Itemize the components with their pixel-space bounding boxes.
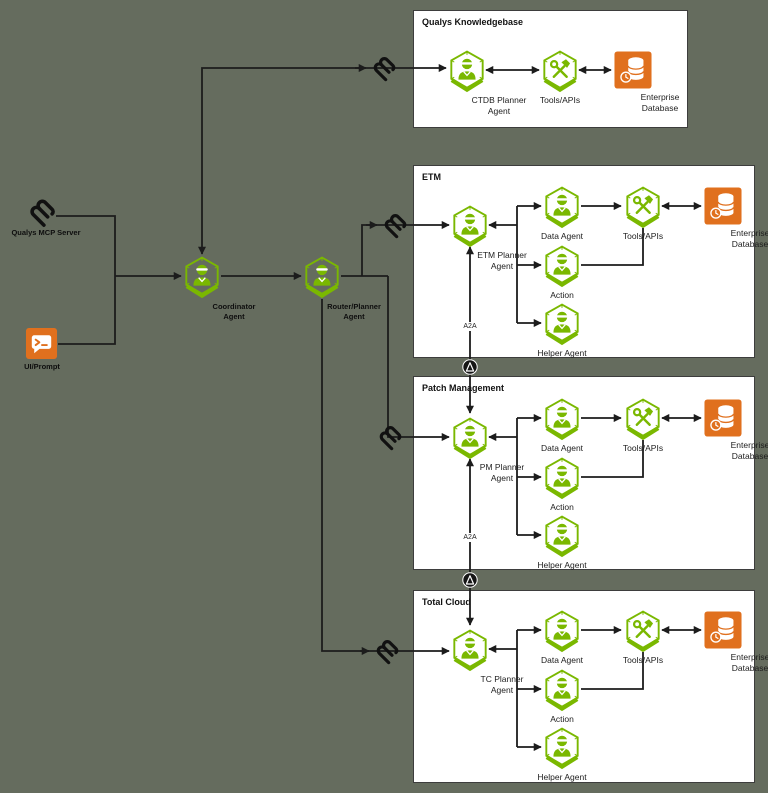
pm-helper-agent-label: Helper Agent xyxy=(537,560,587,570)
pm-enterprise-database-label: Enterprise Database xyxy=(730,440,768,462)
tc-enterprise-database-icon xyxy=(704,611,742,649)
pm-data-agent-icon xyxy=(543,398,581,442)
kb-tools-apis-icon xyxy=(541,50,579,94)
kb-enterprise-database-label: Enterprise Database xyxy=(640,92,680,114)
pm-data-agent-label: Data Agent xyxy=(540,443,584,453)
pm-enterprise-database-icon xyxy=(704,399,742,437)
group-title-qualys-knowledgebase: Qualys Knowledgebase xyxy=(422,17,524,27)
group-title-total-cloud: Total Cloud xyxy=(422,597,471,607)
coordinator-agent-icon xyxy=(183,256,221,300)
pm-helper-agent-icon xyxy=(543,515,581,559)
ctdb-planner-agent-icon xyxy=(448,50,486,94)
tc-planner-agent-label: TC Planner Agent xyxy=(480,674,524,696)
a2a-link-label-etm: A2A xyxy=(461,322,479,332)
a2a-protocol-icon-2 xyxy=(462,572,478,588)
coordinator-agent-label: Coordinator Agent xyxy=(212,302,256,321)
etm-planner-agent-label: ETM Planner Agent xyxy=(477,250,527,272)
pm-tools-apis-icon xyxy=(624,398,662,442)
etm-data-agent-label: Data Agent xyxy=(540,231,584,241)
etm-tools-apis-label: Tools/APIs xyxy=(622,231,664,241)
mcp-coil-icon-etm xyxy=(380,210,410,240)
a2a-protocol-icon-1 xyxy=(462,359,478,375)
router-planner-agent-label: Router/Planner Agent xyxy=(327,302,381,321)
etm-action-label: Action xyxy=(550,290,574,300)
tc-enterprise-database-label: Enterprise Database xyxy=(730,652,768,674)
ui-prompt-terminal-icon xyxy=(25,327,58,360)
ui-prompt-label: UI/Prompt xyxy=(24,362,60,371)
mcp-coil-icon-knowledgebase xyxy=(369,53,399,83)
router-planner-agent-icon xyxy=(303,256,341,300)
group-title-patch-management: Patch Management xyxy=(422,383,505,393)
etm-helper-agent-icon xyxy=(543,303,581,347)
etm-planner-agent-icon xyxy=(451,205,489,249)
a2a-link-label-pm: A2A xyxy=(461,533,479,543)
pm-planner-agent-label: PM Planner Agent xyxy=(479,462,525,484)
etm-data-agent-icon xyxy=(543,186,581,230)
tc-planner-agent-icon xyxy=(451,629,489,673)
tc-action-agent-icon xyxy=(543,669,581,713)
etm-action-agent-icon xyxy=(543,245,581,289)
tc-data-agent-label: Data Agent xyxy=(540,655,584,665)
tc-data-agent-icon xyxy=(543,610,581,654)
etm-enterprise-database-label: Enterprise Database xyxy=(730,228,768,250)
tc-action-label: Action xyxy=(550,714,574,724)
qualys-mcp-server-label: Qualys MCP Server xyxy=(11,228,81,237)
tc-tools-apis-icon xyxy=(624,610,662,654)
pm-action-agent-icon xyxy=(543,457,581,501)
pm-action-label: Action xyxy=(550,502,574,512)
kb-enterprise-database-icon xyxy=(614,51,652,89)
mcp-coil-icon-total-cloud xyxy=(372,636,402,666)
ctdb-planner-agent-label: CTDB Planner Agent xyxy=(471,95,527,117)
tc-helper-agent-icon xyxy=(543,727,581,771)
qualys-mcp-server-icon xyxy=(25,195,59,229)
etm-enterprise-database-icon xyxy=(704,187,742,225)
kb-tools-apis-label: Tools/APIs xyxy=(539,95,581,105)
tc-tools-apis-label: Tools/APIs xyxy=(622,655,664,665)
mcp-coil-icon-patch-management xyxy=(375,422,405,452)
tc-helper-agent-label: Helper Agent xyxy=(537,772,587,782)
pm-tools-apis-label: Tools/APIs xyxy=(622,443,664,453)
etm-tools-apis-icon xyxy=(624,186,662,230)
etm-helper-agent-label: Helper Agent xyxy=(537,348,587,358)
pm-planner-agent-icon xyxy=(451,417,489,461)
